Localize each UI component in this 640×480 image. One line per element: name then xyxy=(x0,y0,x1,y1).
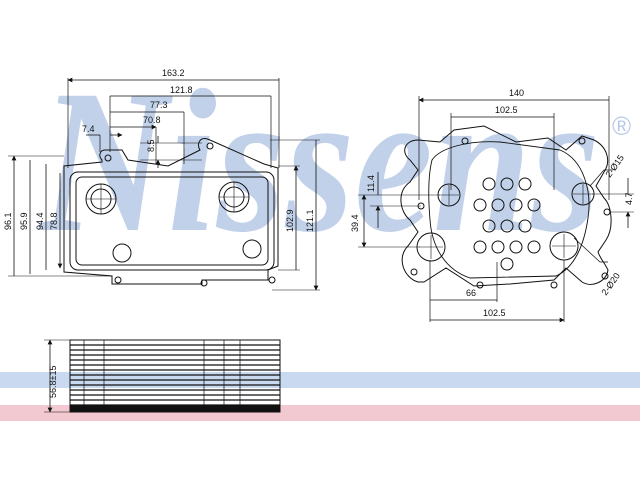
front-plate xyxy=(69,171,275,271)
mount-hole-right xyxy=(242,239,262,259)
dim-121-1: 121.1 xyxy=(305,209,315,232)
dim-8-5: 8.5 xyxy=(146,139,156,152)
dim-96-1: 96.1 xyxy=(3,212,13,230)
dim-95-9: 95.9 xyxy=(19,212,29,230)
right-view xyxy=(358,96,634,322)
dim-66: 66 xyxy=(466,288,476,298)
dim-56-8: 56.8±15 xyxy=(48,366,58,398)
dim-121-8: 121.8 xyxy=(170,85,193,95)
dim-102-5-bottom: 102.5 xyxy=(483,308,506,318)
mount-hole-left xyxy=(112,243,132,263)
dim-70-8: 70.8 xyxy=(143,115,161,125)
front-flange-outline xyxy=(63,138,279,285)
dim-140: 140 xyxy=(509,88,524,98)
dim-78-8: 78.8 xyxy=(49,212,59,230)
side-view-labels: 56.8±15 xyxy=(48,366,58,398)
dim-94-4: 94.4 xyxy=(35,212,45,230)
label-hole-d20: 2-Ø20 xyxy=(599,271,622,297)
blue-band xyxy=(0,372,640,388)
dim-77-3: 77.3 xyxy=(150,100,168,110)
side-base xyxy=(69,405,281,413)
dim-163-2: 163.2 xyxy=(162,68,185,78)
dim-4-7: 4.7 xyxy=(624,192,634,205)
dim-102-9: 102.9 xyxy=(285,209,295,232)
front-view-labels: 163.2 121.8 77.3 70.8 7.4 8.5 96.1 95.9 … xyxy=(3,68,315,232)
dim-7-4: 7.4 xyxy=(82,124,95,134)
dim-11-4: 11.4 xyxy=(366,175,376,192)
front-view xyxy=(8,78,320,290)
dim-102-5-top: 102.5 xyxy=(495,105,518,115)
dim-39-4: 39.4 xyxy=(350,214,360,232)
side-view xyxy=(44,339,281,413)
registered-mark: ® xyxy=(612,111,631,141)
right-flange-outline xyxy=(400,125,612,287)
